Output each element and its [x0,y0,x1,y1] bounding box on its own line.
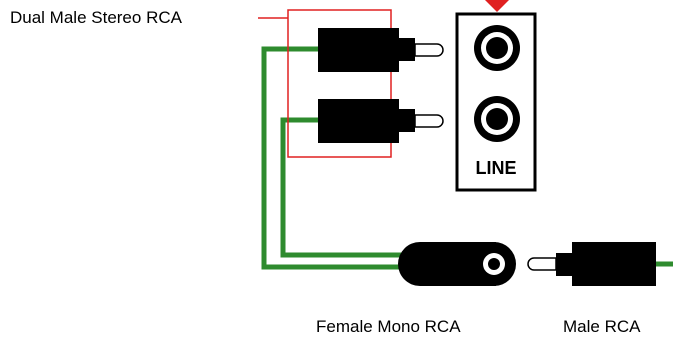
male-collar [556,253,572,276]
male-pin [527,257,557,271]
rca-jack-top [474,25,520,71]
male-plug-top [318,28,444,72]
line-panel-label: LINE [475,158,517,178]
dual-male-stereo-rca-label: Dual Male Stereo RCA [10,8,182,27]
female-mono-rca [398,242,516,286]
male-rca [527,242,656,286]
line-jack-panel [455,0,537,192]
plug-body [318,99,399,143]
male-body [572,242,656,286]
panel-pointer-arrow [485,0,509,12]
green-cables [261,46,673,270]
female-body [398,242,496,286]
cable-bottom [280,117,402,258]
male-rca-label: Male RCA [563,317,641,336]
female-mono-rca-label: Female Mono RCA [316,317,461,336]
rca-jack-bottom [474,96,520,142]
plug-collar [399,109,415,132]
dual-male-highlight-box [287,9,392,158]
cable-top [261,46,402,270]
plug-pin [414,43,444,57]
plug-body [318,28,399,72]
plug-pin [414,114,444,128]
plug-collar [399,38,415,61]
male-plug-bottom [318,99,444,143]
